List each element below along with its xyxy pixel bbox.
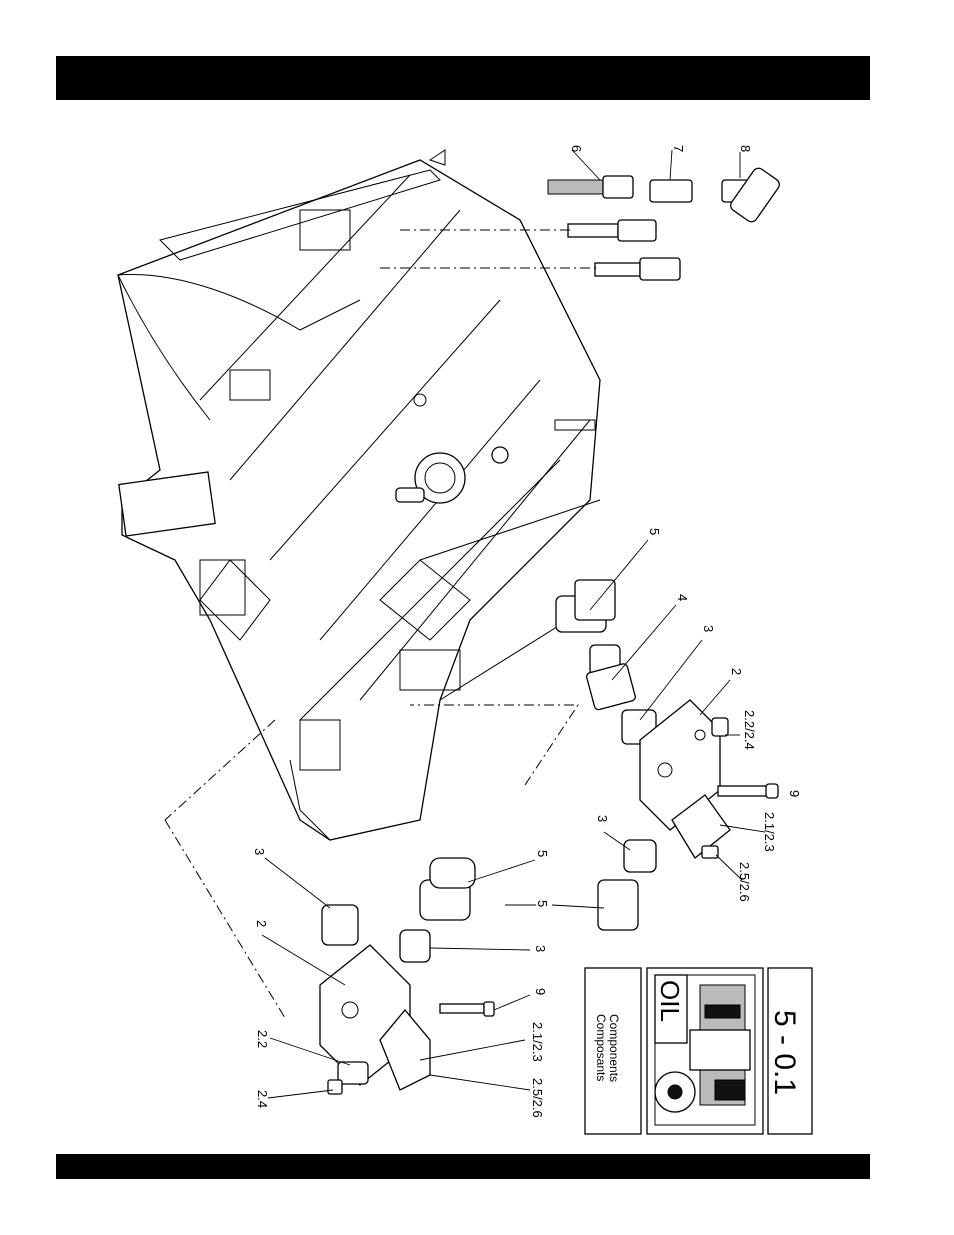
callout-3: 3 <box>701 625 716 632</box>
callout-9: 9 <box>787 790 802 797</box>
footer-bar <box>56 1154 870 1179</box>
callout-9: 9 <box>533 988 548 995</box>
title-en: Components <box>607 1014 621 1082</box>
callout-2-4: 2.4 <box>255 1090 270 1108</box>
title-fr: Composants <box>594 1014 608 1081</box>
callout-4: 4 <box>675 594 690 601</box>
callout-8: 8 <box>738 145 753 152</box>
callout-3: 3 <box>252 848 267 855</box>
callout-2-1-2-3: 2.1/2.3 <box>762 812 777 852</box>
callout-5: 5 <box>535 850 550 857</box>
oil-label: OIL <box>655 980 685 1022</box>
callout-2: 2 <box>254 920 269 927</box>
callout-3: 3 <box>533 945 548 952</box>
callout-2-2: 2.2 <box>255 1030 270 1048</box>
callout-3: 3 <box>595 815 610 822</box>
callout-5: 5 <box>535 900 550 907</box>
chassis-frame <box>118 150 600 840</box>
callout-2-2-2-4: 2.2/2.4 <box>742 710 757 750</box>
callout-2-1-2-3: 2.1/2.3 <box>530 1022 545 1062</box>
callout-2: 2 <box>729 668 744 675</box>
callout-7: 7 <box>671 145 686 152</box>
callout-2-5-2-6: 2.5/2.6 <box>530 1078 545 1118</box>
callout-2-5-2-6: 2.5/2.6 <box>737 862 752 902</box>
section-badge: OIL 5 - 0.1 Components Composants <box>585 968 812 1134</box>
section-number: 5 - 0.1 <box>768 1010 801 1095</box>
callout-5: 5 <box>647 528 662 535</box>
callout-6: 6 <box>569 145 584 152</box>
